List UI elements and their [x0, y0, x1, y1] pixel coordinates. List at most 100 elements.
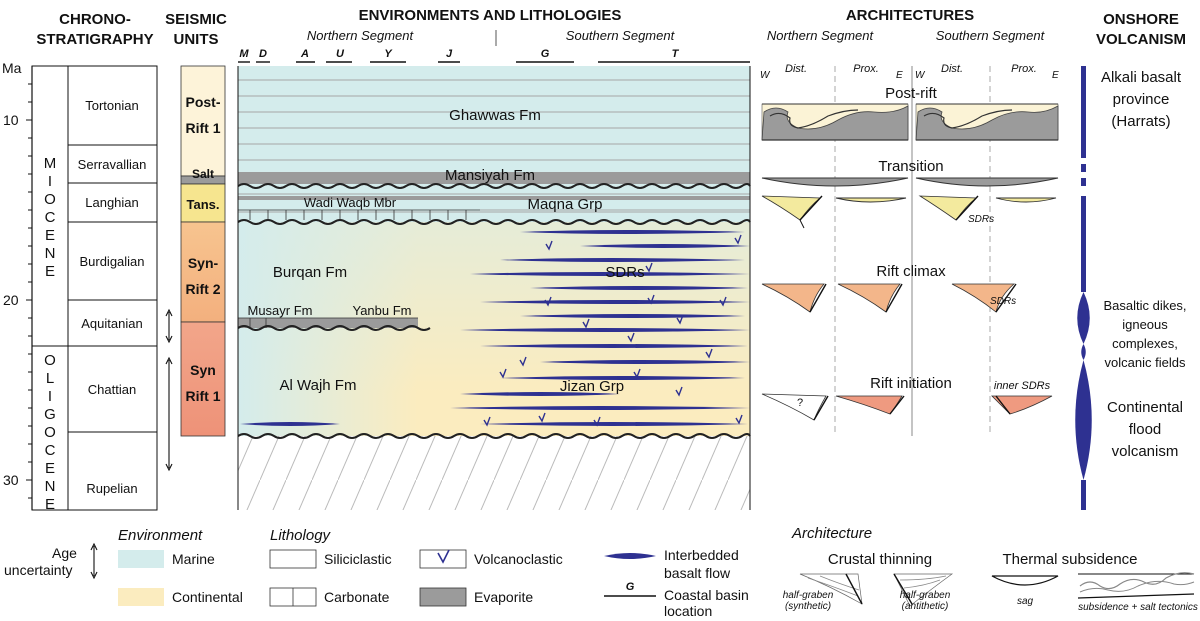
- svg-text:Prox.: Prox.: [1011, 63, 1037, 75]
- svg-text:A: A: [300, 48, 309, 60]
- svg-text:VOLCANISM: VOLCANISM: [1096, 31, 1186, 48]
- southern-segment-label: Southern Segment: [566, 28, 676, 43]
- svg-text:ONSHORE: ONSHORE: [1103, 11, 1179, 28]
- svg-text:Prox.: Prox.: [853, 63, 879, 75]
- svg-text:uncertainty: uncertainty: [4, 562, 72, 578]
- formation-al-wajh: Al Wajh Fm: [280, 377, 357, 394]
- svg-text:M: M: [44, 155, 57, 172]
- svg-text:?: ?: [797, 397, 803, 409]
- svg-text:location: location: [664, 603, 712, 619]
- svg-text:L: L: [46, 370, 54, 387]
- stage-burdigalian: Burdigalian: [79, 254, 144, 269]
- svg-text:G: G: [541, 48, 550, 60]
- unit-trans: Tans.: [187, 197, 220, 212]
- formation-mansiyah: Mansiyah Fm: [445, 167, 535, 184]
- rift-climax-sketches: SDRs: [761, 283, 1017, 313]
- svg-text:E: E: [45, 460, 55, 477]
- formation-sdrs: SDRs: [605, 264, 644, 281]
- volcanoclastic-marks: [483, 234, 743, 427]
- svg-text:I: I: [48, 173, 52, 190]
- basalt-flows: [240, 230, 750, 426]
- svg-text:(antithetic): (antithetic): [902, 601, 949, 612]
- svg-text:sag: sag: [1017, 596, 1034, 607]
- legend-age-uncertainty: Age: [52, 545, 77, 561]
- epoch-miocene: MI OC EN E: [44, 155, 57, 280]
- svg-text:Rift 1: Rift 1: [186, 120, 221, 136]
- legend-carbonate: Carbonate: [324, 589, 390, 605]
- unit-post-rift: Post-: [186, 94, 221, 110]
- volcanism-column: Alkali basalt province (Harrats) Basalti…: [1075, 66, 1187, 510]
- legend-crustal-thinning: Crustal thinning: [828, 551, 932, 568]
- volcanism-header: ONSHORE VOLCANISM: [1096, 11, 1186, 48]
- transition-rift-sketches: SDRs: [761, 195, 1057, 229]
- svg-text:20: 20: [3, 292, 19, 308]
- arch-transition: Transition: [878, 158, 943, 175]
- svg-text:SDRs: SDRs: [968, 214, 994, 225]
- svg-text:E: E: [45, 263, 55, 280]
- svg-text:Rift 2: Rift 2: [186, 281, 221, 297]
- svg-text:E: E: [45, 227, 55, 244]
- unit-syn-rift-2: Syn-: [188, 255, 219, 271]
- epoch-oligocene: OL IG OC EN E: [44, 352, 56, 513]
- chrono-header: CHRONO- STRATIGRAPHY: [36, 11, 153, 48]
- svg-text:N: N: [45, 245, 56, 262]
- svg-text:O: O: [44, 424, 56, 441]
- legend-sag: sag: [991, 575, 1059, 607]
- environments-panel: Ghawwas Fm Mansiyah Fm Wadi Waqb Mbr Maq…: [237, 66, 751, 510]
- formation-wadi-waqb: Wadi Waqb Mbr: [304, 195, 397, 210]
- svg-text:flood: flood: [1129, 421, 1162, 438]
- stage-rupelian: Rupelian: [86, 481, 137, 496]
- post-rift-sketch-south: [915, 103, 1059, 141]
- stage-langhian: Langhian: [85, 195, 139, 210]
- svg-text:UNITS: UNITS: [174, 31, 219, 48]
- formation-yanbu: Yanbu Fm: [352, 303, 411, 318]
- legend-evaporite: Evaporite: [474, 589, 533, 605]
- stage-aquitanian: Aquitanian: [81, 316, 142, 331]
- unit-salt: Salt: [192, 167, 214, 181]
- svg-text:(Harrats): (Harrats): [1111, 113, 1170, 130]
- svg-text:E: E: [896, 70, 903, 81]
- legend-architecture-title: Architecture: [791, 525, 872, 542]
- svg-text:volcanic fields: volcanic fields: [1105, 355, 1186, 370]
- legend: Age uncertainty Environment Marine Conti…: [4, 525, 1198, 619]
- svg-text:W: W: [760, 70, 771, 81]
- stage-tortonian: Tortonian: [85, 98, 138, 113]
- architectures-panel: W Dist. Prox. E W Dist. Prox. E Post-rif…: [760, 63, 1059, 436]
- svg-text:SDRs: SDRs: [990, 296, 1016, 307]
- arch-southern-label: Southern Segment: [936, 28, 1046, 43]
- svg-text:T: T: [672, 48, 680, 60]
- chronostratigraphy-column: MI OC EN E OL IG OC EN E Tortonian Serra…: [31, 65, 158, 513]
- svg-text:complexes,: complexes,: [1112, 336, 1178, 351]
- svg-text:C: C: [45, 209, 56, 226]
- age-uncertainty-arrows: [165, 308, 173, 472]
- svg-text:(synthetic): (synthetic): [785, 601, 831, 612]
- architectures-header: ARCHITECTURES: [846, 7, 974, 24]
- legend-marine-swatch: [118, 550, 164, 568]
- svg-text:J: J: [446, 48, 453, 60]
- seismic-header: SEISMIC UNITS: [165, 11, 227, 48]
- arch-northern-label: Northern Segment: [767, 28, 875, 43]
- arch-post-rift: Post-rift: [885, 85, 938, 102]
- svg-text:Rift 1: Rift 1: [186, 388, 221, 404]
- svg-text:inner SDRs: inner SDRs: [994, 380, 1051, 392]
- legend-volcanoclastic: Volcanoclastic: [474, 551, 563, 567]
- legend-subsidence-salt: subsidence + salt tectonics: [1077, 572, 1198, 613]
- unit-syn-rift-1: Syn: [190, 362, 216, 378]
- arch-rift-climax: Rift climax: [876, 263, 946, 280]
- svg-text:SEISMIC: SEISMIC: [165, 11, 227, 28]
- svg-text:volcanism: volcanism: [1112, 443, 1179, 460]
- svg-text:W: W: [915, 70, 926, 81]
- rift-initiation-sketches: ? inner SDRs: [761, 380, 1053, 421]
- svg-text:igneous: igneous: [1122, 317, 1168, 332]
- svg-text:half-graben: half-graben: [900, 590, 951, 601]
- legend-lithology-title: Lithology: [270, 527, 332, 544]
- svg-text:10: 10: [3, 112, 19, 128]
- volc-alkali: Alkali basalt: [1101, 69, 1182, 86]
- formation-burqan: Burqan Fm: [273, 264, 347, 281]
- legend-continental: Continental: [172, 589, 243, 605]
- legend-continental-swatch: [118, 588, 164, 606]
- svg-text:I: I: [48, 388, 52, 405]
- svg-text:half-graben: half-graben: [783, 590, 834, 601]
- svg-text:G: G: [44, 406, 56, 423]
